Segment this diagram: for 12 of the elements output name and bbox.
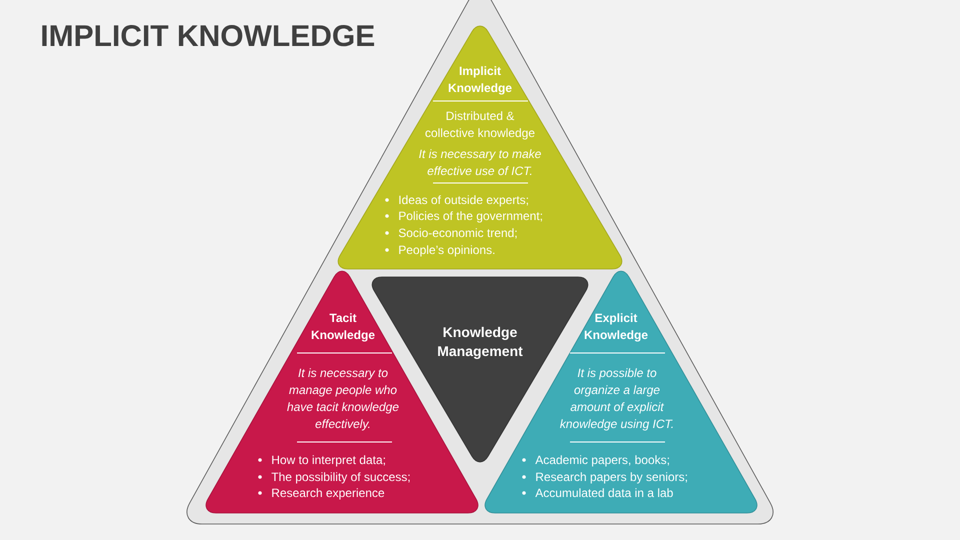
panel-heading: Implicit Knowledge [448,66,512,95]
list-item: Ideas of outside experts; [399,195,528,206]
list-item: The possibility of success; [272,472,410,484]
list-item: Socio-economic trend; [398,228,517,239]
description-text: Distributed & collective knowledge [425,111,534,140]
list-item: Policies of the government; [399,211,542,222]
list-item: Research experience [272,488,384,500]
title: IMPLICIT KNOWLEDGE [42,25,374,46]
list-item: Research papers by seniors; [536,472,687,484]
note-text: It is necessary to make effective use of ICT. [419,149,541,176]
list-item: Accumulated data in a lab [535,488,673,498]
list-item: People’s opinions. [399,245,494,256]
